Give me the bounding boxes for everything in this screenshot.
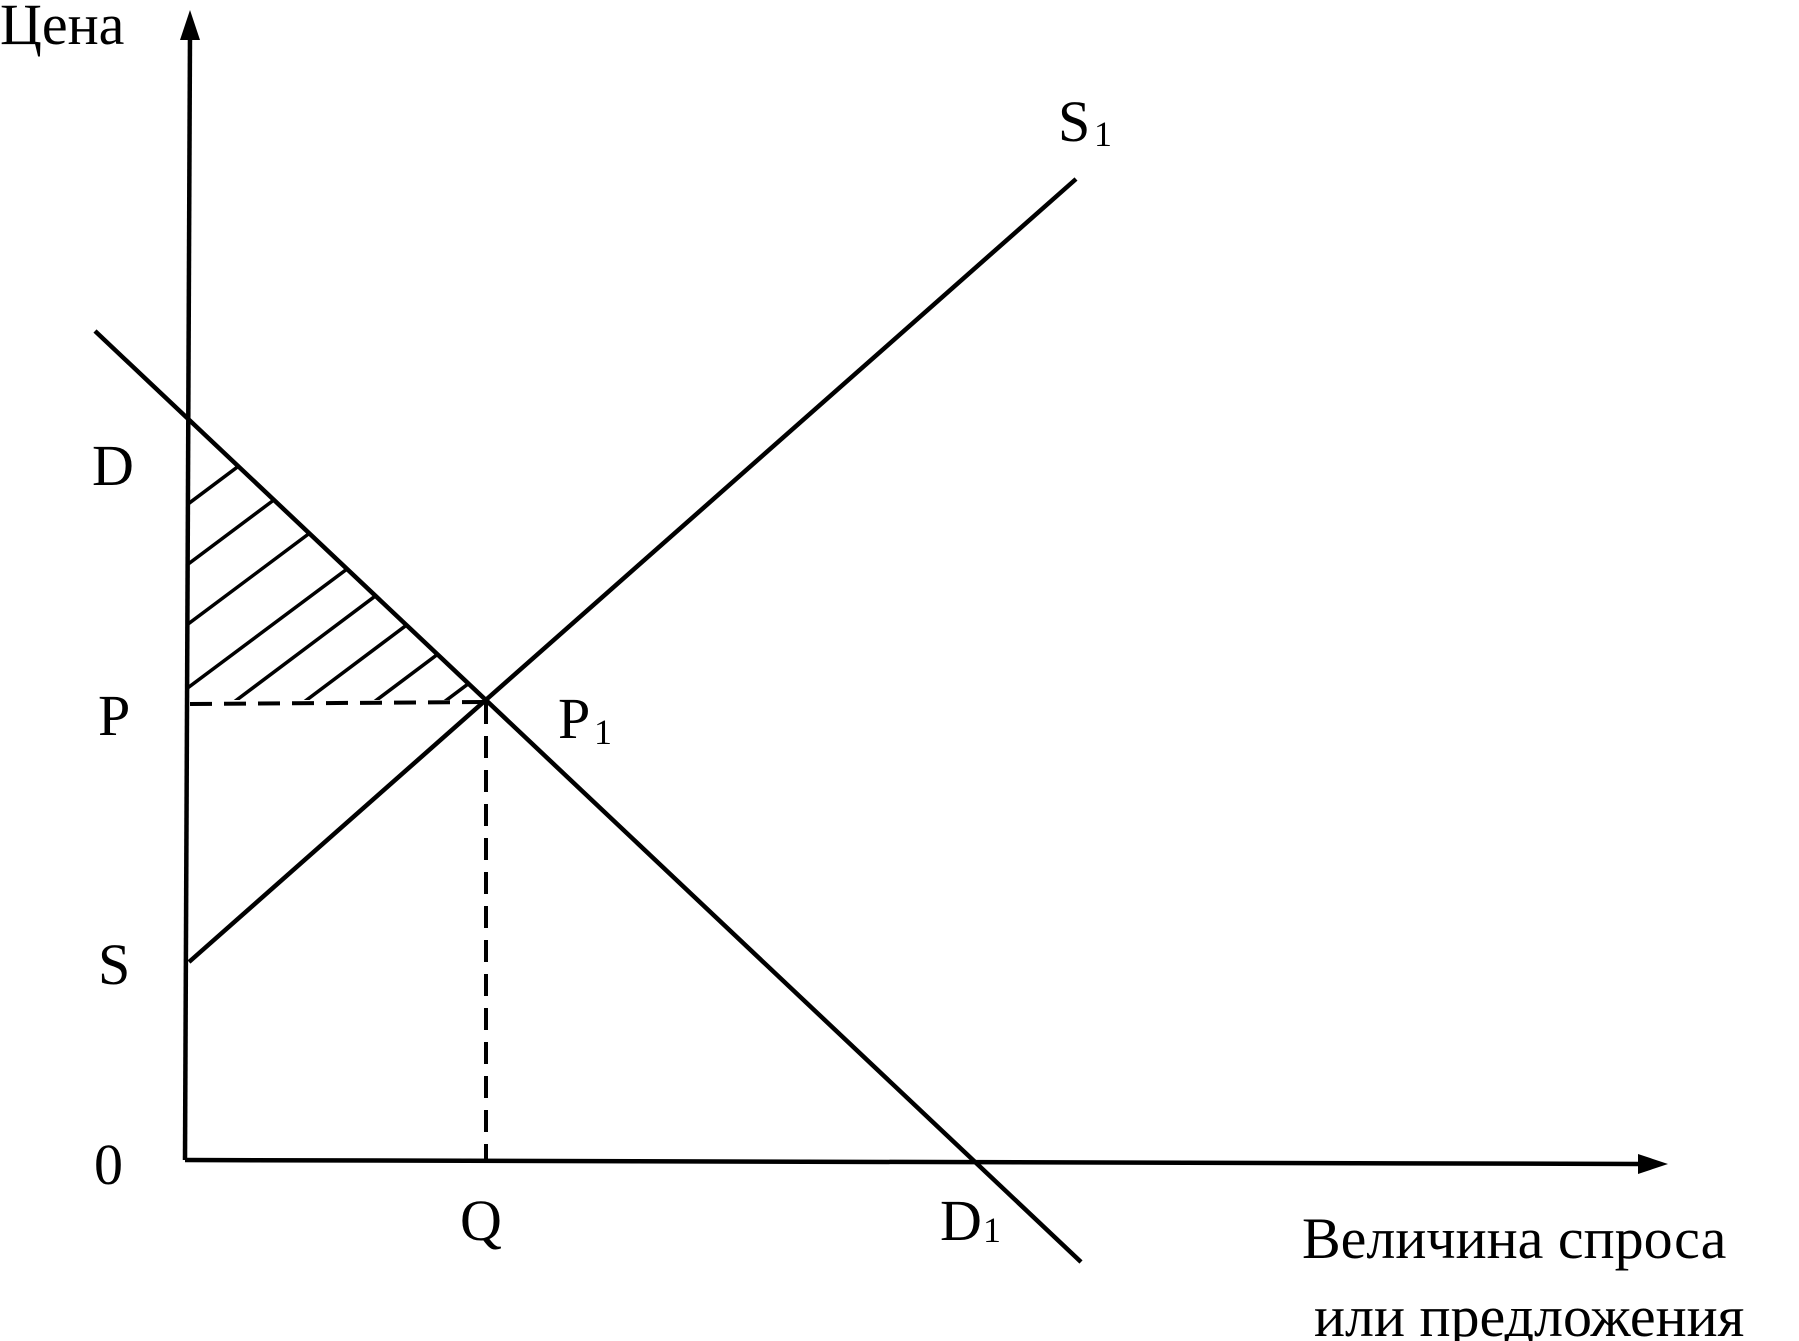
x-tick-d1-subscript: 1 — [983, 1210, 1001, 1250]
y-tick-s: S — [98, 932, 130, 997]
x-axis-label-line2: или предложения — [1314, 1284, 1744, 1341]
equilibrium-label: P — [558, 686, 590, 751]
supply-curve-label-subscript: 1 — [1094, 114, 1112, 154]
consumer-surplus-hatch — [189, 421, 484, 700]
origin-label: 0 — [94, 1132, 123, 1197]
x-tick-q: Q — [460, 1188, 502, 1253]
y-axis — [182, 31, 193, 1161]
x-axis-label-line1: Величина спроса — [1302, 1206, 1726, 1271]
y-axis-label: Цена — [0, 0, 124, 57]
y-axis-arrow — [180, 10, 200, 40]
y-tick-p: P — [98, 683, 130, 748]
equilibrium-label-subscript: 1 — [594, 712, 612, 752]
x-axis — [184, 1157, 1641, 1167]
supply-curve — [187, 177, 1078, 964]
x-tick-d1: D — [940, 1188, 982, 1253]
price-guide-line — [189, 700, 485, 706]
demand-curve — [93, 329, 1083, 1264]
y-tick-d: D — [92, 433, 134, 498]
supply-curve-label: S — [1058, 89, 1090, 154]
x-axis-arrow — [1638, 1154, 1668, 1174]
